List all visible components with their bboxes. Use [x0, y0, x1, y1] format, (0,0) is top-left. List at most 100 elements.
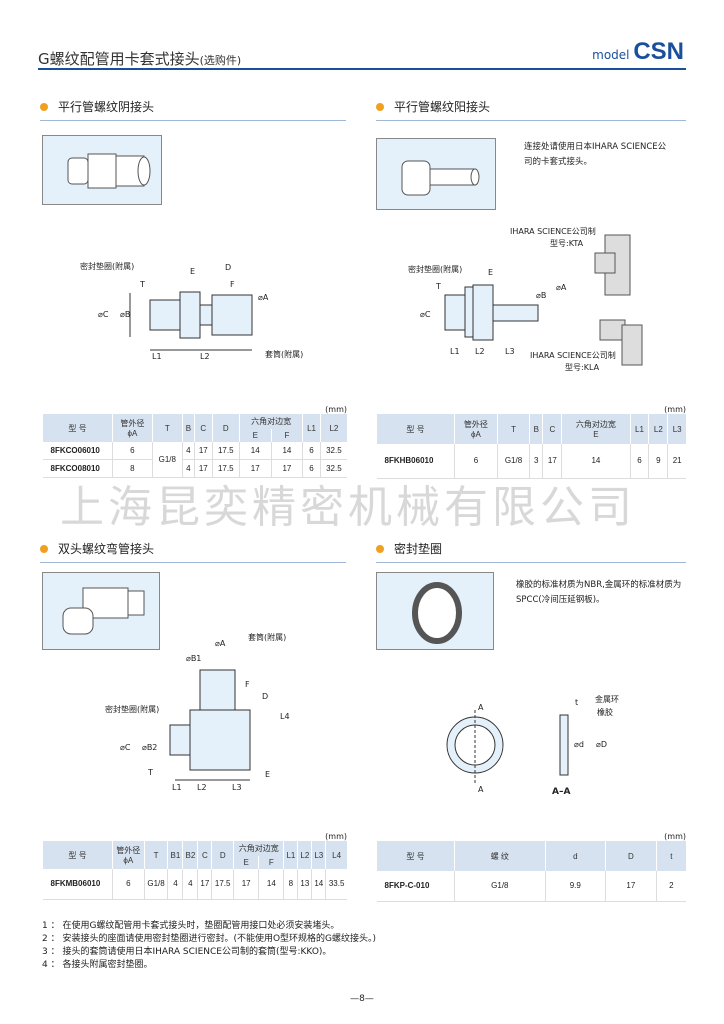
label-b1: ⌀B1: [186, 654, 202, 663]
title-text: G螺纹配管用卡套式接头: [38, 50, 200, 68]
cell: 14: [561, 444, 631, 479]
drawing-female: 密封垫圈(附属) T E D F ⌀A ⌀B ⌀C L1 L2 套筒(附属): [80, 255, 340, 365]
cell: 8FKP-C-010: [376, 871, 455, 902]
cell: 14: [270, 442, 303, 460]
th-d: D: [211, 841, 234, 869]
th-l2: L2: [319, 414, 347, 442]
cell: 9: [648, 444, 668, 479]
label-t: t: [575, 698, 579, 707]
note-item: 3 ： 接头的套筒请使用日本IHARA SCIENCE公司制的套筒(型号:KKO…: [42, 947, 332, 957]
header-divider: [38, 68, 686, 70]
label-d-small: ⌀d: [574, 740, 584, 749]
th-l1: L1: [283, 841, 298, 869]
th-b2: B2: [182, 841, 198, 869]
th-e: 六角对边宽 E: [561, 414, 631, 444]
th-t: T: [496, 414, 530, 444]
th-e: E: [233, 856, 259, 869]
label-t: T: [148, 768, 153, 777]
label-l1: L1: [450, 347, 460, 356]
label-sleeve: 套筒(附属): [265, 350, 304, 359]
th-l1: L1: [302, 414, 321, 442]
unit-label: (mm): [325, 832, 347, 841]
th-model: 型 号: [376, 414, 455, 444]
th-od: 管外径 ϕA: [112, 841, 145, 869]
th-l4: L4: [325, 841, 347, 869]
cell: 8: [112, 459, 153, 478]
label-seal: 密封垫圈(附属): [408, 265, 463, 274]
label-l3: L3: [505, 347, 515, 356]
section-header-male: 平行管螺纹阳接头: [376, 98, 686, 121]
unit-label: (mm): [325, 405, 347, 414]
drawing-male: 密封垫圈(附属) T E ⌀C ⌀B ⌀A L1 L2 L3 IHARA SCI…: [400, 225, 690, 375]
cell: G1/8: [151, 442, 183, 478]
th-l1: L1: [629, 414, 649, 444]
cell: 4: [182, 869, 198, 900]
cell: 2: [655, 871, 686, 902]
cell: 17: [233, 869, 259, 900]
label-b2: ⌀B2: [142, 743, 158, 752]
section-title: 密封垫圈: [394, 542, 443, 556]
drawing-gasket: A A 金属环 橡胶 t ⌀d ⌀D A–A: [430, 695, 680, 805]
cell: 8FKCO08010: [42, 459, 113, 478]
product-image-gasket: [376, 572, 494, 650]
product-image-elbow: [42, 572, 160, 650]
cell: 6: [454, 444, 498, 479]
description-gasket: 橡胶的标准材质为NBR,金属环的标准材质为SPCC(冷间压延钢板)。: [516, 580, 682, 605]
th-f: F: [270, 429, 303, 442]
cell: 17.5: [211, 459, 240, 478]
section-header-female: 平行管螺纹阴接头: [40, 98, 346, 121]
section-title: 平行管螺纹阴接头: [58, 100, 155, 114]
cell: 6: [302, 459, 321, 478]
th-f: F: [258, 856, 284, 869]
th-t: T: [151, 414, 183, 442]
cell: 6: [302, 442, 321, 460]
cell: 17: [194, 459, 213, 478]
cell: 21: [667, 444, 686, 479]
label-a-bottom: A: [478, 785, 484, 794]
cell: 4: [167, 869, 183, 900]
note-item: 4 ： 各接头附属密封垫圈。: [42, 960, 153, 970]
th-c: C: [194, 414, 213, 442]
label-e: E: [190, 267, 196, 276]
th-b: B: [181, 414, 195, 442]
cell: 17: [194, 442, 213, 460]
label-l1: L1: [172, 783, 182, 792]
th-hex: 六角对边宽: [238, 414, 303, 429]
th-b1: B1: [167, 841, 183, 869]
cell: 17.5: [211, 869, 234, 900]
cell: 6: [629, 444, 649, 479]
unit-label: (mm): [664, 832, 686, 841]
label-b: ⌀B: [536, 291, 547, 300]
cell: 17: [238, 459, 272, 478]
label-kta: IHARA SCIENCE公司制: [510, 227, 596, 236]
th-model: 型 号: [42, 841, 113, 869]
label-metal-ring: 金属环: [595, 695, 619, 704]
product-image-female: [42, 135, 162, 205]
label-a: ⌀A: [258, 293, 269, 302]
label-l2: L2: [200, 352, 210, 361]
th-l3: L3: [311, 841, 326, 869]
title-suffix: (选购件): [199, 54, 242, 67]
section-title: 双头螺纹弯管接头: [58, 542, 155, 556]
cell: 4: [181, 442, 195, 460]
notes: 1 ： 在使用G螺纹配管用卡套式接头时，垫圈配管用接口处必须安装堵头。 2 ： …: [42, 920, 376, 972]
description-male: 连接处请使用日本IHARA SCIENCE公司的卡套式接头。: [524, 142, 667, 167]
th-t: T: [143, 841, 168, 869]
label-a-top: A: [478, 703, 484, 712]
label-c: ⌀C: [98, 310, 109, 319]
label-e: E: [265, 770, 271, 779]
th-d-large: D: [604, 841, 657, 871]
label-sleeve: 套筒(附属): [248, 633, 287, 642]
unit-label: (mm): [664, 405, 686, 414]
label-c: ⌀C: [120, 743, 131, 752]
brand-logo: model CSN: [592, 38, 684, 66]
label-kla-model: 型号:KLA: [565, 363, 600, 372]
th-b: B: [529, 414, 543, 444]
bullet-icon: [376, 102, 384, 111]
cell: 13: [297, 869, 312, 900]
